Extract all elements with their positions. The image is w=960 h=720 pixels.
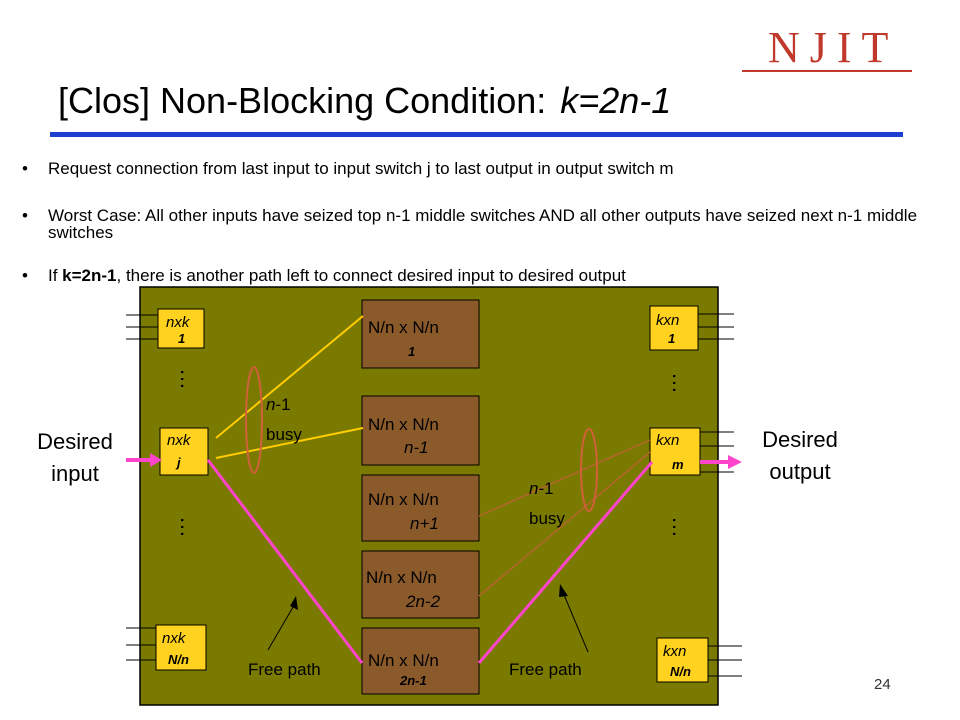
busy-line-to-1 xyxy=(215,315,364,439)
logo-underline xyxy=(742,70,912,72)
input-switch-1 xyxy=(157,308,205,349)
middle-switch-n-1 xyxy=(361,395,480,466)
free-path-pointer-left-head xyxy=(290,596,298,610)
dots-right-bottom: … xyxy=(668,516,693,538)
free-path-left xyxy=(206,459,364,664)
input-switch-1-index: 1 xyxy=(178,331,186,346)
dots-left-bottom: … xyxy=(176,516,201,538)
busy-right-n: n xyxy=(529,479,539,498)
busy-left-rest: -1 xyxy=(275,395,291,414)
busy-right-word: busy xyxy=(529,509,565,528)
busy-label-right: n-1 busy xyxy=(529,474,565,534)
bullet-2-text: Worst Case: All other inputs have seized… xyxy=(48,206,918,242)
busy-ellipse-left xyxy=(245,366,263,474)
middle-switch-1-label: N/n x N/n xyxy=(368,318,439,337)
middle-switch-2n-1 xyxy=(361,627,480,695)
free-path-pointer-right xyxy=(561,589,589,653)
busy-line-to-n-1 xyxy=(215,427,364,459)
dots-right-top: … xyxy=(668,372,693,394)
input-switch-1-type: nxk xyxy=(166,314,190,331)
bullet-3: • If k=2n-1, there is another path left … xyxy=(22,266,938,285)
free-path-pointer-right-head xyxy=(559,584,568,597)
input-stubs xyxy=(126,313,742,677)
busy-left-word: busy xyxy=(266,425,302,444)
middle-switch-n-1-label: N/n x N/n xyxy=(368,415,439,434)
output-switch-m xyxy=(649,427,701,476)
input-switch-j xyxy=(159,427,209,476)
output-switch-m-index: m xyxy=(672,457,684,472)
bullet-3-bold: k=2n-1 xyxy=(62,266,117,285)
middle-switch-1 xyxy=(361,299,480,369)
free-path-label-left: Free path xyxy=(248,660,321,679)
bullet-2: • Worst Case: All other inputs have seiz… xyxy=(22,206,938,242)
free-path-label-right: Free path xyxy=(509,660,582,679)
output-switch-m-type: kxn xyxy=(656,432,680,449)
input-switch-j-index: j xyxy=(177,455,181,470)
desired-input-arrowhead xyxy=(150,453,162,467)
middle-switch-n-1-index: n-1 xyxy=(404,438,429,457)
input-switch-last-index: N/n xyxy=(168,652,189,667)
output-switch-last-type: kxn xyxy=(663,643,687,660)
busy-ellipse-right xyxy=(580,428,598,512)
output-switch-last xyxy=(656,637,709,683)
output-switch-last-index: N/n xyxy=(670,664,691,679)
busy-label-left: n-1 busy xyxy=(266,390,302,450)
middle-switch-2n-2 xyxy=(361,550,480,619)
input-switch-last xyxy=(155,624,207,671)
desired-input-label: Desired input xyxy=(37,429,113,486)
bullet-dot: • xyxy=(22,206,28,225)
middle-switch-2n-1-index: 2n-1 xyxy=(400,673,427,688)
middle-switch-2n-2-index: 2n-2 xyxy=(406,592,441,611)
output-switch-1 xyxy=(649,305,699,351)
middle-switch-n+1-label: N/n x N/n xyxy=(368,490,439,509)
middle-switch-n+1-index: n+1 xyxy=(410,514,439,533)
middle-switch-n+1 xyxy=(361,474,480,542)
bullet-3-pre: If xyxy=(48,266,63,285)
bullet-dot: • xyxy=(22,159,28,178)
title-condition: k=2n-1 xyxy=(560,80,672,121)
busy-right-rest: -1 xyxy=(538,479,554,498)
bullet-dot: • xyxy=(22,266,28,285)
njit-logo: NJIT xyxy=(768,23,899,72)
busy-left-n: n xyxy=(266,395,276,414)
desired-output-label: Desired output xyxy=(762,427,838,484)
middle-switch-2n-1-label: N/n x N/n xyxy=(368,651,439,670)
input-switch-last-type: nxk xyxy=(162,630,186,647)
free-path-pointer-left xyxy=(267,601,297,651)
middle-switch-2n-2-label: N/n x N/n xyxy=(366,568,437,587)
bullet-3-post: , there is another path left to connect … xyxy=(116,266,626,285)
bullet-1: • Request connection from last input to … xyxy=(22,159,938,178)
middle-switch-1-index: 1 xyxy=(408,344,416,359)
input-switch-j-type: nxk xyxy=(167,432,191,449)
free-path-right xyxy=(477,461,654,664)
title-rule xyxy=(50,132,903,137)
dots-left-top: … xyxy=(176,368,201,390)
slide-title: [Clos] Non-Blocking Condition: k=2n-1 xyxy=(58,80,671,122)
desired-output-arrowhead xyxy=(728,455,742,469)
output-switch-1-index: 1 xyxy=(668,331,676,346)
output-switch-1-type: kxn xyxy=(656,312,680,329)
title-main: [Clos] Non-Blocking Condition: xyxy=(58,80,547,121)
bullet-1-text: Request connection from last input to in… xyxy=(48,159,674,178)
busy-line-right-2 xyxy=(478,451,651,597)
busy-line-right-1 xyxy=(478,439,651,517)
page-number: 24 xyxy=(874,676,891,693)
